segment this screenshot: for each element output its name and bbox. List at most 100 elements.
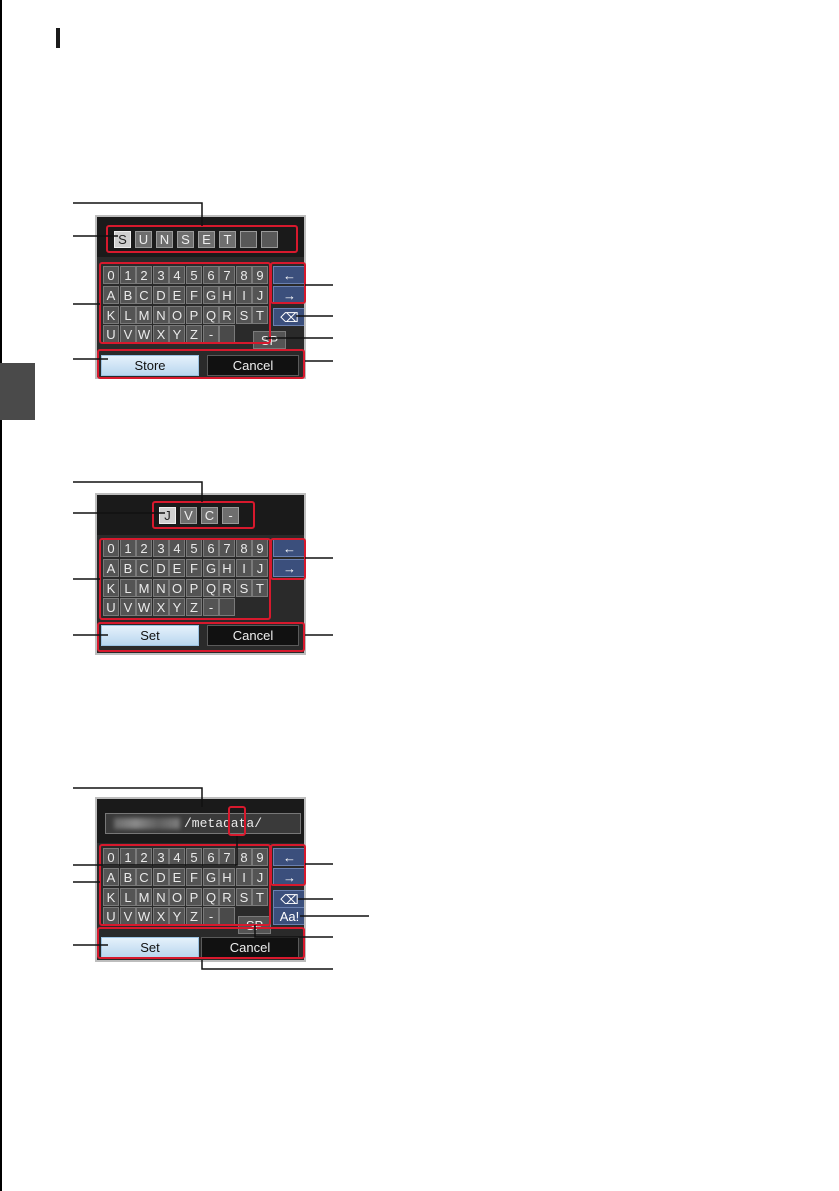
key-row_k-5[interactable]: P	[186, 888, 202, 906]
key-row_a-6[interactable]: G	[203, 868, 219, 886]
key-row_a-2[interactable]: C	[136, 868, 152, 886]
arrow-left-icon[interactable]: ←	[273, 539, 304, 557]
key-row_a-2[interactable]: C	[136, 559, 152, 577]
key-digits-4[interactable]: 4	[169, 848, 185, 866]
key-row_a-0[interactable]: A	[103, 868, 119, 886]
key-row_k-4[interactable]: O	[169, 306, 185, 324]
key-digits-9[interactable]: 9	[252, 539, 268, 557]
key-row_a-3[interactable]: D	[153, 868, 169, 886]
key-row_u-4[interactable]: Y	[169, 598, 185, 616]
key-row_a-2[interactable]: C	[136, 286, 152, 304]
key-row_a-7[interactable]: H	[219, 868, 235, 886]
key-digits-2[interactable]: 2	[136, 266, 152, 284]
key-digits-5[interactable]: 5	[186, 539, 202, 557]
key-digits-4[interactable]: 4	[169, 266, 185, 284]
key-row_k-5[interactable]: P	[186, 579, 202, 597]
key-row_k-6[interactable]: Q	[203, 579, 219, 597]
key-digits-6[interactable]: 6	[203, 539, 219, 557]
space-key[interactable]: SP	[238, 916, 271, 934]
key-row_k-2[interactable]: M	[136, 579, 152, 597]
key-digits-6[interactable]: 6	[203, 848, 219, 866]
key-digits-9[interactable]: 9	[252, 266, 268, 284]
key-row_a-5[interactable]: F	[186, 286, 202, 304]
key-row_a-4[interactable]: E	[169, 286, 185, 304]
key-row_u-0[interactable]: U	[103, 907, 119, 925]
key-row_u-4[interactable]: Y	[169, 325, 185, 343]
key-row_u-4[interactable]: Y	[169, 907, 185, 925]
key-digits-8[interactable]: 8	[236, 848, 252, 866]
key-row_u-1[interactable]: V	[120, 598, 136, 616]
key-row_u-6[interactable]: -	[203, 907, 219, 925]
key-row_u-6[interactable]: -	[203, 325, 219, 343]
key-row_a-1[interactable]: B	[120, 868, 136, 886]
key-row_a-6[interactable]: G	[203, 559, 219, 577]
key-row_k-4[interactable]: O	[169, 579, 185, 597]
key-row_a-5[interactable]: F	[186, 559, 202, 577]
key-row_u-3[interactable]: X	[153, 325, 169, 343]
key-row_k-2[interactable]: M	[136, 306, 152, 324]
set-button[interactable]: Set	[101, 625, 199, 646]
key-row_k-8[interactable]: S	[236, 888, 252, 906]
key-digits-1[interactable]: 1	[120, 539, 136, 557]
key-row_k-9[interactable]: T	[252, 579, 268, 597]
key-digits-8[interactable]: 8	[236, 266, 252, 284]
key-digits-0[interactable]: 0	[103, 266, 119, 284]
key-row_u-1[interactable]: V	[120, 907, 136, 925]
key-row_a-4[interactable]: E	[169, 559, 185, 577]
key-digits-0[interactable]: 0	[103, 848, 119, 866]
arrow-right-icon[interactable]: →	[273, 868, 304, 886]
key-row_k-7[interactable]: R	[219, 888, 235, 906]
backspace-icon[interactable]: ⌫	[273, 890, 304, 908]
key-row_a-9[interactable]: J	[252, 286, 268, 304]
key-row_u-3[interactable]: X	[153, 598, 169, 616]
case-toggle-key[interactable]: Aa!	[273, 907, 304, 925]
key-row_k-3[interactable]: N	[153, 579, 169, 597]
key-digits-0[interactable]: 0	[103, 539, 119, 557]
key-row_k-3[interactable]: N	[153, 306, 169, 324]
key-row_a-0[interactable]: A	[103, 559, 119, 577]
key-row_k-7[interactable]: R	[219, 306, 235, 324]
key-row_k-1[interactable]: L	[120, 306, 136, 324]
key-row_a-3[interactable]: D	[153, 286, 169, 304]
key-row_a-8[interactable]: I	[236, 868, 252, 886]
key-digits-2[interactable]: 2	[136, 539, 152, 557]
backspace-icon[interactable]: ⌫	[273, 308, 304, 326]
key-row_k-4[interactable]: O	[169, 888, 185, 906]
key-blank[interactable]	[219, 325, 235, 343]
arrow-left-icon[interactable]: ←	[273, 848, 304, 866]
key-digits-2[interactable]: 2	[136, 848, 152, 866]
space-key[interactable]: SP	[253, 331, 286, 349]
key-digits-4[interactable]: 4	[169, 539, 185, 557]
cancel-button[interactable]: Cancel	[207, 355, 299, 376]
key-digits-5[interactable]: 5	[186, 266, 202, 284]
key-row_u-5[interactable]: Z	[186, 598, 202, 616]
key-digits-6[interactable]: 6	[203, 266, 219, 284]
set-button[interactable]: Set	[101, 937, 199, 958]
arrow-right-icon[interactable]: →	[273, 559, 304, 577]
key-row_u-0[interactable]: U	[103, 598, 119, 616]
key-row_k-1[interactable]: L	[120, 579, 136, 597]
key-digits-5[interactable]: 5	[186, 848, 202, 866]
key-digits-3[interactable]: 3	[153, 539, 169, 557]
key-digits-7[interactable]: 7	[219, 266, 235, 284]
store-button[interactable]: Store	[101, 355, 199, 376]
key-row_u-6[interactable]: -	[203, 598, 219, 616]
key-row_u-2[interactable]: W	[136, 907, 152, 925]
key-digits-3[interactable]: 3	[153, 266, 169, 284]
key-row_a-1[interactable]: B	[120, 286, 136, 304]
path-input[interactable]: /metadata/	[105, 813, 301, 834]
key-row_a-0[interactable]: A	[103, 286, 119, 304]
key-row_a-8[interactable]: I	[236, 559, 252, 577]
key-row_k-8[interactable]: S	[236, 579, 252, 597]
key-row_u-1[interactable]: V	[120, 325, 136, 343]
key-row_k-5[interactable]: P	[186, 306, 202, 324]
key-row_k-7[interactable]: R	[219, 579, 235, 597]
key-row_a-1[interactable]: B	[120, 559, 136, 577]
key-row_a-5[interactable]: F	[186, 868, 202, 886]
arrow-right-icon[interactable]: →	[273, 286, 304, 304]
key-row_k-3[interactable]: N	[153, 888, 169, 906]
key-row_u-3[interactable]: X	[153, 907, 169, 925]
key-row_k-8[interactable]: S	[236, 306, 252, 324]
cancel-button[interactable]: Cancel	[207, 625, 299, 646]
cancel-button[interactable]: Cancel	[201, 937, 299, 958]
